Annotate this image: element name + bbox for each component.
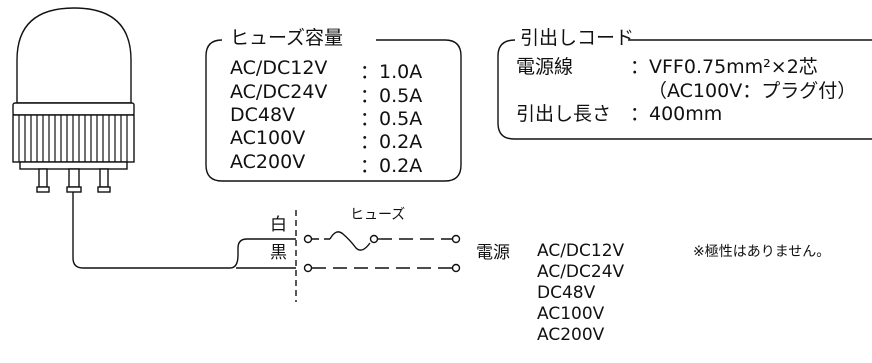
fuse-icon (329, 231, 371, 251)
voltage-item: DC48V (537, 283, 596, 303)
voltage-list: AC/DC12V AC/DC24V DC48V AC100V AC200V (537, 241, 624, 346)
lead-length-label: 引出し長さ (516, 103, 612, 125)
fuse-row-label: AC/DC24V (230, 81, 328, 103)
voltage-item: AC/DC12V (537, 241, 625, 261)
wire-white-label: 白 (270, 215, 287, 235)
cord-box-frame (497, 39, 872, 140)
fuse-row: DC48V ：0.5A (230, 104, 450, 130)
lead-length-value: ：400mm (630, 103, 723, 125)
wire-black-label: 黒 (270, 243, 287, 263)
fuse-label: ヒューズ (350, 207, 406, 223)
voltage-item: AC/DC24V (537, 262, 625, 282)
power-line-value: ：VFF0.75mm²×2芯 (630, 56, 818, 78)
lead-wire (72, 192, 268, 269)
fuse-row-label: AC/DC12V (230, 57, 328, 79)
fuse-row-value: ：1.0A (360, 61, 423, 83)
fuse-row-value: ：0.5A (360, 85, 423, 107)
fuse-box-frame (205, 39, 462, 182)
fuse-row: AC/DC24V ：0.5A (230, 81, 450, 107)
fuse-box-title: ヒューズ容量 (230, 27, 344, 49)
fuse-row: AC200V ：0.2A (230, 151, 450, 177)
fuse-row-label: AC100V (230, 127, 306, 149)
fuse-row-value: ：0.2A (360, 155, 423, 177)
voltage-item: AC100V (537, 304, 605, 324)
polarity-note: ※極性はありません。 (693, 244, 831, 260)
cord-box-title: 引出しコード (520, 27, 635, 49)
power-line-note: （AC100V：プラグ付） (648, 80, 857, 102)
power-label: 電源 (476, 243, 510, 263)
fuse-row-value: ：0.5A (360, 108, 423, 130)
signal-lamp-icon (12, 7, 135, 193)
power-line-label: 電源線 (516, 56, 574, 78)
fuse-row: AC/DC12V ：1.0A (230, 57, 450, 83)
fuse-row-label: DC48V (230, 104, 296, 126)
fuse-row: AC100V ：0.2A (230, 127, 450, 153)
fuse-row-value: ：0.2A (360, 131, 423, 153)
fuse-row-label: AC200V (230, 151, 306, 173)
voltage-item: AC200V (537, 325, 605, 345)
